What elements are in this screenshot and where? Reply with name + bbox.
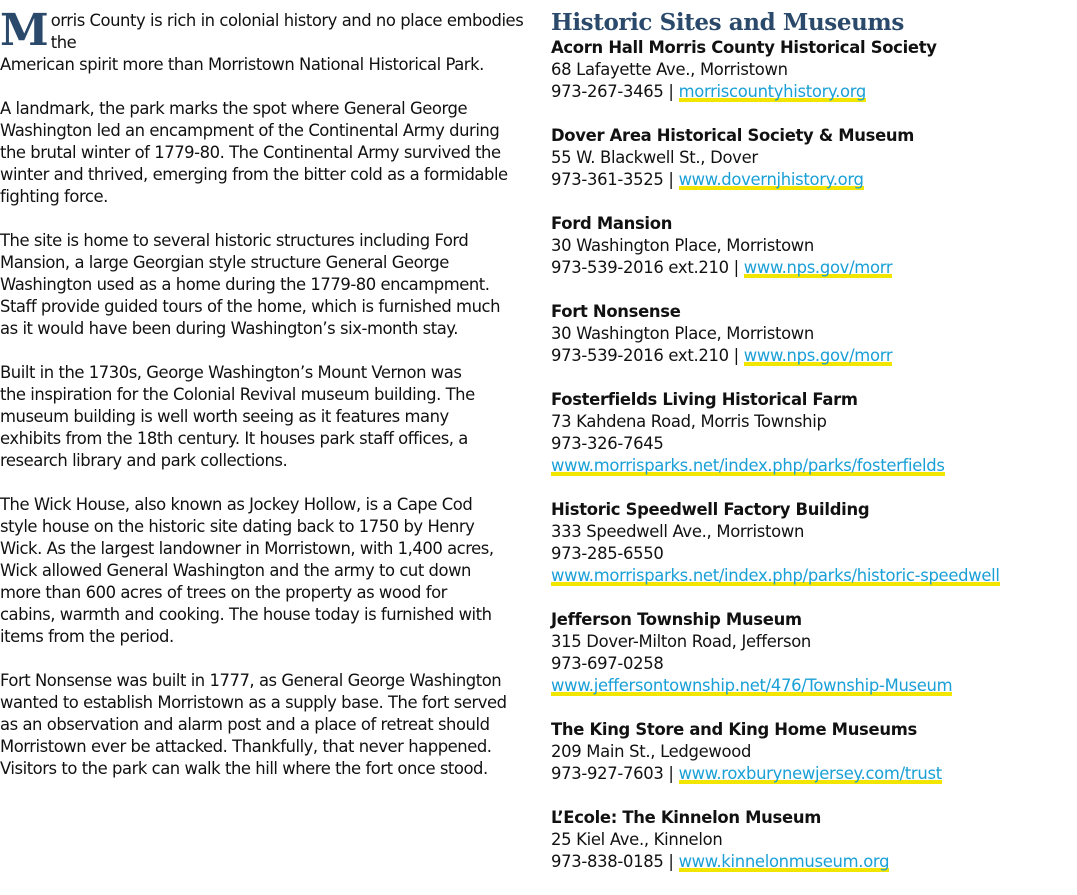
site-contact: www.jeffersontownship.net/476/Township-M… xyxy=(551,675,1071,697)
site-name: Jefferson Township Museum xyxy=(551,610,802,629)
site-address: 209 Main St., Ledgewood xyxy=(551,742,752,761)
site-phone: 973-267-3465 | xyxy=(551,82,679,101)
drop-cap: M xyxy=(0,5,49,56)
site-entry: Ford Mansion 30 Washington Place, Morris… xyxy=(551,213,1071,279)
site-address: 30 Washington Place, Morristown xyxy=(551,236,814,255)
site-contact: 973-927-7603 | www.roxburynewjersey.com/… xyxy=(551,763,1071,785)
site-name: Dover Area Historical Society & Museum xyxy=(551,126,915,145)
site-phone: 973-326-7645 xyxy=(551,434,664,453)
site-phone: 973-838-0185 | xyxy=(551,852,679,871)
site-address: 55 W. Blackwell St., Dover xyxy=(551,148,758,167)
paragraph-encampment: A landmark, the park marks the spot wher… xyxy=(0,99,508,206)
site-address: 73 Kahdena Road, Morris Township xyxy=(551,412,827,431)
site-phone: 973-539-2016 ext.210 | xyxy=(551,346,744,365)
site-phone: 973-697-0258 xyxy=(551,654,664,673)
site-address: 30 Washington Place, Morristown xyxy=(551,324,814,343)
site-website-link[interactable]: www.jeffersontownship.net/476/Township-M… xyxy=(551,676,953,696)
site-entry: Historic Speedwell Factory Building 333 … xyxy=(551,499,1071,587)
site-contact: www.morrisparks.net/index.php/parks/fost… xyxy=(551,455,1071,477)
site-phone: 973-285-6550 xyxy=(551,544,664,563)
paragraph-fort-nonsense: Fort Nonsense was built in 1777, as Gene… xyxy=(0,671,507,778)
site-phone: 973-927-7603 | xyxy=(551,764,679,783)
site-name: The King Store and King Home Museums xyxy=(551,720,917,739)
site-entry: The King Store and King Home Museums 209… xyxy=(551,719,1071,785)
site-contact: 973-539-2016 ext.210 | www.nps.gov/morr xyxy=(551,257,1071,279)
site-website-link[interactable]: www.morrisparks.net/index.php/parks/hist… xyxy=(551,566,1000,586)
site-entry: L’Ecole: The Kinnelon Museum 25 Kiel Ave… xyxy=(551,807,1071,873)
site-address: 315 Dover-Milton Road, Jefferson xyxy=(551,632,812,651)
site-entry: Jefferson Township Museum 315 Dover-Milt… xyxy=(551,609,1071,697)
site-entry: Acorn Hall Morris County Historical Soci… xyxy=(551,37,1071,103)
intro-text: orris County is rich in colonial history… xyxy=(0,11,524,74)
site-address: 25 Kiel Ave., Kinnelon xyxy=(551,830,723,849)
site-website-link[interactable]: www.nps.gov/morr xyxy=(743,346,893,366)
site-contact: 973-361-3525 | www.dovernjhistory.org xyxy=(551,169,1071,191)
section-title: Historic Sites and Museums xyxy=(551,9,904,36)
site-name: L’Ecole: The Kinnelon Museum xyxy=(551,808,821,827)
site-name: Fort Nonsense xyxy=(551,302,681,321)
site-contact: 973-267-3465 | morriscountyhistory.org xyxy=(551,81,1071,103)
site-contact: www.morrisparks.net/index.php/parks/hist… xyxy=(551,565,1071,587)
paragraph-wick-house: The Wick House, also known as Jockey Hol… xyxy=(0,495,494,646)
paragraph-ford-mansion: The site is home to several historic str… xyxy=(0,231,501,338)
site-contact: 973-539-2016 ext.210 | www.nps.gov/morr xyxy=(551,345,1071,367)
site-website-link[interactable]: www.nps.gov/morr xyxy=(743,258,893,278)
paragraph-museum-building: Built in the 1730s, George Washington’s … xyxy=(0,363,475,470)
site-website-link[interactable]: www.dovernjhistory.org xyxy=(678,170,864,190)
site-name: Historic Speedwell Factory Building xyxy=(551,500,870,519)
site-address: 68 Lafayette Ave., Morristown xyxy=(551,60,788,79)
site-entry: Fosterfields Living Historical Farm 73 K… xyxy=(551,389,1071,477)
site-website-link[interactable]: morriscountyhistory.org xyxy=(678,82,867,102)
site-name: Fosterfields Living Historical Farm xyxy=(551,390,858,409)
site-name: Acorn Hall Morris County Historical Soci… xyxy=(551,38,937,57)
site-phone: 973-539-2016 ext.210 | xyxy=(551,258,744,277)
sites-column: Historic Sites and Museums Acorn Hall Mo… xyxy=(551,8,1071,895)
site-contact: 973-838-0185 | www.kinnelonmuseum.org xyxy=(551,851,1071,873)
site-entry: Fort Nonsense 30 Washington Place, Morri… xyxy=(551,301,1071,367)
site-website-link[interactable]: www.morrisparks.net/index.php/parks/fost… xyxy=(551,456,945,476)
site-website-link[interactable]: www.roxburynewjersey.com/trust xyxy=(678,764,942,784)
site-website-link[interactable]: www.kinnelonmuseum.org xyxy=(678,852,890,872)
site-phone: 973-361-3525 | xyxy=(551,170,679,189)
site-entry: Dover Area Historical Society & Museum 5… xyxy=(551,125,1071,191)
site-address: 333 Speedwell Ave., Morristown xyxy=(551,522,805,541)
site-name: Ford Mansion xyxy=(551,214,673,233)
